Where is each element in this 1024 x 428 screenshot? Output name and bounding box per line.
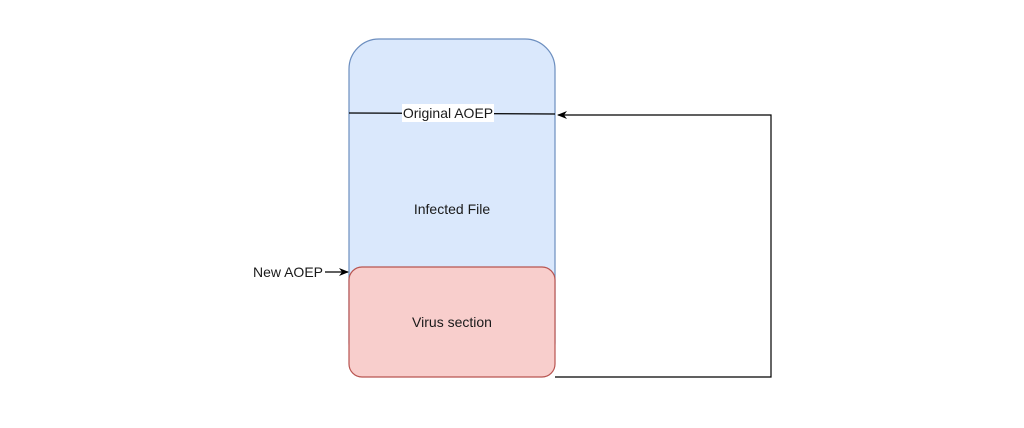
virus-section-label: Virus section: [412, 314, 492, 330]
original-aoep-label-bg: [402, 104, 494, 122]
original-aoep-label: Original AOEP: [403, 105, 493, 121]
new-aoep-label: New AOEP: [253, 264, 323, 280]
infected-file-label: Infected File: [414, 201, 490, 217]
return-jump-connector: [555, 111, 772, 378]
virus-section-block: [348, 266, 556, 378]
